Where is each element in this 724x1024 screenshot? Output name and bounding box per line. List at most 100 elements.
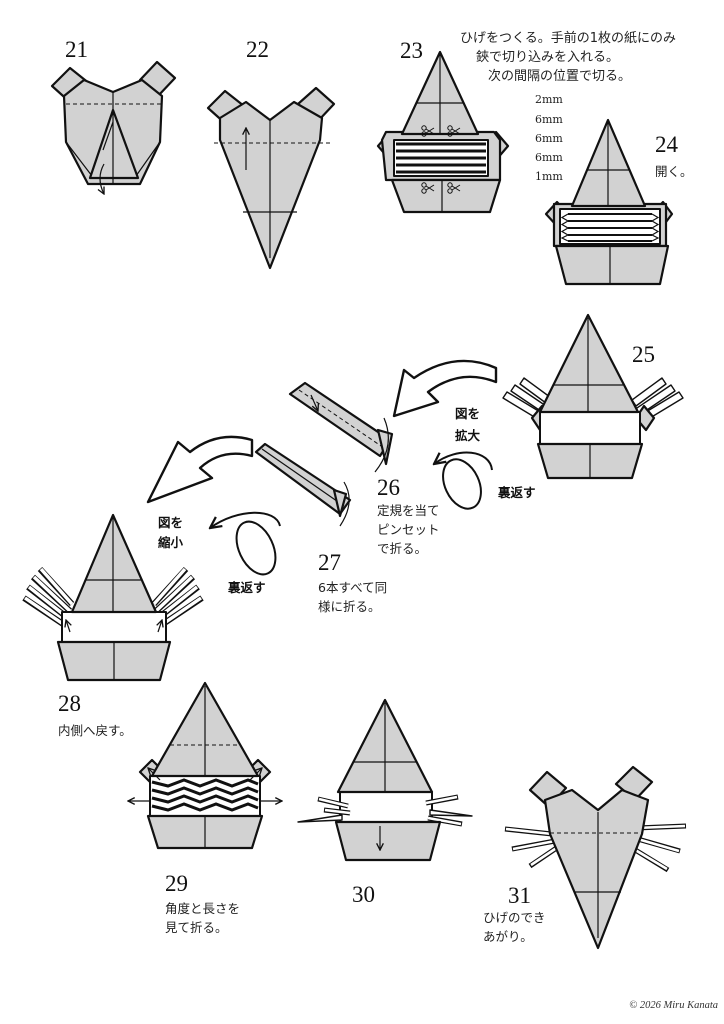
step-28: 28 内側へ戻す。 [22, 513, 204, 738]
white-band [539, 411, 641, 445]
step-number: 23 [400, 38, 423, 63]
scissors-icon [421, 182, 435, 194]
reduce-callout: 図を 縮小 [146, 435, 254, 550]
step-24: 24 開く。 [544, 118, 693, 286]
instruction-line: 6本すべて同 [318, 580, 387, 595]
fold-arrow-icon [310, 394, 318, 411]
head-point [70, 513, 158, 614]
instruction-line: 様に折る。 [318, 599, 381, 614]
crease [417, 54, 463, 134]
cut-interval: 6mm [535, 132, 563, 145]
cut-interval: 2mm [535, 93, 563, 106]
step-29: 29 角度と長さを 見て折る。 [128, 681, 282, 935]
ruler-edge [339, 481, 350, 527]
step-31: 31 ひげのでき あがり。 [483, 765, 687, 950]
step-22-figure [206, 86, 336, 270]
cut-interval: 6mm [535, 151, 563, 164]
step-number: 24 [655, 132, 679, 157]
callout-label: 図を [455, 406, 480, 421]
crease [85, 518, 141, 612]
instruction-line: で折る。 [377, 541, 427, 556]
instruction-line: 角度と長さを [165, 901, 240, 916]
callout-label: 裏返す [227, 580, 266, 595]
whisker-zigzag [151, 802, 259, 812]
turn-over-callout-left: 裏返す [210, 511, 281, 595]
crease [587, 122, 629, 206]
enlarge-arrow-icon [392, 359, 498, 418]
instruction-line: 見て折る。 [165, 920, 228, 935]
head-body [543, 788, 650, 950]
callout-label: 裏返す [497, 485, 536, 500]
instruction-line: ひげをつくる。手前の1枚の紙にのみ [460, 30, 676, 46]
turn-over-loop [442, 458, 482, 510]
scissors-icon [421, 125, 435, 137]
step-number: 21 [65, 37, 88, 62]
white-band [61, 611, 167, 643]
reduce-arrow-icon [146, 435, 254, 504]
step-23-figure [376, 50, 510, 214]
step-number: 28 [58, 691, 81, 716]
whisker-zigzag [151, 786, 259, 796]
fold-arrow-icon [100, 163, 104, 194]
step-number: 31 [508, 883, 531, 908]
slit [568, 213, 652, 242]
instruction-line: 次の間隔の位置で切る。 [488, 68, 631, 84]
bottom-body [334, 820, 442, 862]
turn-over-icon [210, 511, 281, 528]
fold-arrow-icon [66, 620, 70, 633]
left-ear [528, 770, 568, 809]
scissors-icon [447, 125, 461, 137]
instruction-line: ひげのでき [483, 910, 546, 925]
flap-crease [102, 112, 114, 178]
copyright: © 2026 Miru Kanata [629, 1000, 718, 1011]
ruler-edge [374, 417, 389, 473]
slit-edge [560, 213, 569, 242]
whisker-zigzag [151, 794, 259, 804]
step-number: 30 [352, 882, 375, 907]
turn-over-icon [434, 451, 493, 471]
step-26-figure [288, 381, 394, 473]
scissors-icon [447, 182, 461, 194]
enlarge-callout: 図を 拡大 [392, 359, 498, 443]
fold-line [298, 389, 385, 449]
step-number: 27 [318, 550, 341, 575]
callout-label: 縮小 [158, 535, 184, 550]
instruction-line: 開く。 [655, 164, 693, 179]
whisker-zigzag [151, 778, 259, 788]
instruction-line: 定規を当て [377, 503, 440, 518]
head-body [218, 100, 324, 270]
left-whiskers [504, 826, 560, 869]
bottom-body [390, 178, 502, 214]
step-25-figure [502, 313, 684, 480]
instruction-line: 鋏で切り込みを入れる。 [476, 50, 619, 65]
folded-tip [332, 488, 348, 518]
step-27: 27 6本すべて同 様に折る。 [254, 442, 387, 614]
step-31-figure [504, 765, 687, 950]
step-30-figure [297, 698, 473, 862]
cut-interval: 1mm [535, 170, 563, 183]
step-30: 30 [297, 698, 473, 907]
white-band [339, 791, 433, 823]
slit-edge [651, 213, 660, 242]
step-22: 22 [206, 37, 336, 270]
step-number: 22 [246, 37, 269, 62]
step-21: 21 [50, 37, 177, 194]
step-21-figure [50, 60, 177, 194]
head-point [538, 313, 640, 414]
step-28-figure [22, 513, 204, 682]
instruction-line: あがり。 [483, 929, 533, 944]
turn-over-loop [235, 520, 277, 576]
step-number: 25 [632, 342, 655, 367]
step-number: 29 [165, 871, 188, 896]
crease [553, 318, 623, 412]
right-whiskers [425, 794, 473, 827]
callout-label: 拡大 [455, 428, 481, 443]
instruction-line: ピンセット [377, 522, 440, 537]
callout-label: 図を [158, 515, 183, 530]
step-29-figure [128, 681, 282, 850]
step-27-figure [254, 442, 352, 527]
left-whiskers [297, 796, 351, 823]
turn-over-callout-right: 裏返す [434, 451, 536, 510]
